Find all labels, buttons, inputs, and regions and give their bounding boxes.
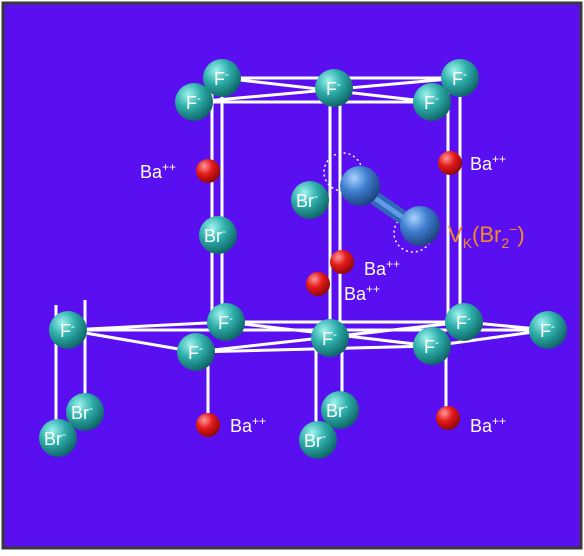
br-ion [199, 216, 237, 254]
br-label: Br- [44, 427, 66, 449]
vk-center-molecule [340, 166, 440, 246]
f-ion [175, 83, 213, 121]
ba-label: Ba++ [230, 414, 266, 436]
ba-ion [438, 151, 462, 175]
br-ion [321, 391, 359, 429]
ba-ion [196, 413, 220, 437]
ba-label: Ba++ [470, 152, 506, 174]
f-label: F- [214, 67, 229, 89]
fluorine-ions [49, 59, 567, 371]
f-label: F- [456, 311, 471, 333]
ba-label: Ba++ [470, 414, 506, 436]
ba-ion [306, 272, 330, 296]
f-label: F- [60, 319, 75, 341]
br-label: Br- [326, 399, 348, 421]
barium-ions [196, 151, 462, 437]
ba-label: Ba++ [140, 160, 176, 182]
f-ion [207, 303, 245, 341]
f-ion [177, 333, 215, 371]
ba-label: Ba++ [364, 257, 400, 279]
f-ion [203, 59, 241, 97]
br-label: Br- [71, 401, 93, 423]
f-ion [441, 59, 479, 97]
br-label: Br- [296, 189, 318, 211]
f-ion [445, 303, 483, 341]
br-ion [299, 421, 337, 459]
f-label: F- [424, 335, 439, 357]
ba-ion [330, 250, 354, 274]
bromine-ions [39, 181, 359, 459]
f-ion [413, 83, 451, 121]
f-label: F- [326, 77, 341, 99]
vk-center-label: VK(Br2−) [448, 221, 525, 251]
f-ion [49, 311, 87, 349]
br-ion [66, 393, 104, 431]
ba-ion [196, 159, 220, 183]
f-label: F- [322, 327, 337, 349]
ion-labels: F- F- F- F- F- F- F- F- F- F- F- F- Br- … [44, 67, 555, 451]
f-label: F- [186, 91, 201, 113]
f-ion [311, 319, 349, 357]
f-label: F- [188, 341, 203, 363]
f-label: F- [540, 319, 555, 341]
f-label: F- [452, 67, 467, 89]
f-label: F- [424, 91, 439, 113]
f-label: F- [218, 311, 233, 333]
ba-label: Ba++ [344, 282, 380, 304]
f-ion [315, 69, 353, 107]
br-ion [39, 419, 77, 457]
br-label: Br- [204, 224, 226, 246]
f-ion [413, 327, 451, 365]
br-label: Br- [304, 429, 326, 451]
br-ion [291, 181, 329, 219]
ba-ion [436, 406, 460, 430]
f-ion [529, 311, 567, 349]
